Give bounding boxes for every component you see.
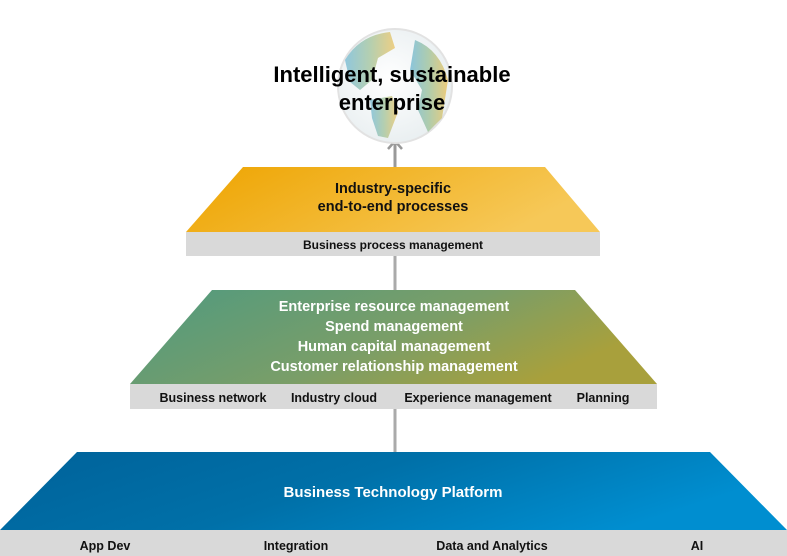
- tier-bottom-bar-item: App Dev: [80, 539, 131, 553]
- tier-platform: [0, 452, 787, 556]
- tier-applications: [130, 290, 657, 409]
- tier-bottom-title: Business Technology Platform: [284, 484, 503, 501]
- tier-bottom-bar-item: Data and Analytics: [436, 539, 547, 553]
- connector-lines: [387, 139, 403, 460]
- tier-middle-line: Human capital management: [298, 339, 491, 355]
- tier-middle-line: Customer relationship management: [270, 359, 518, 375]
- tier-bottom-bar-item: Integration: [264, 539, 329, 553]
- goal-title-line1: Intelligent, sustainable: [273, 62, 510, 87]
- tier-middle-line: Enterprise resource management: [279, 299, 510, 315]
- goal-title-line2: enterprise: [339, 90, 445, 115]
- globe-icon: [337, 28, 453, 144]
- tier-top-line2: end-to-end processes: [318, 199, 469, 215]
- tier-top-line1: Industry-specific: [335, 181, 451, 197]
- tier-middle-bar-item: Industry cloud: [291, 391, 377, 405]
- tier-industry-processes: [186, 167, 600, 256]
- tier-middle-bar-item: Business network: [160, 391, 267, 405]
- tier-middle-bar-item: Planning: [577, 391, 630, 405]
- tier-middle-line: Spend management: [325, 319, 463, 335]
- tier-top-bar-label: Business process management: [303, 238, 483, 252]
- tier-middle-bar-item: Experience management: [404, 391, 552, 405]
- tier-bottom-bar-item: AI: [691, 539, 704, 553]
